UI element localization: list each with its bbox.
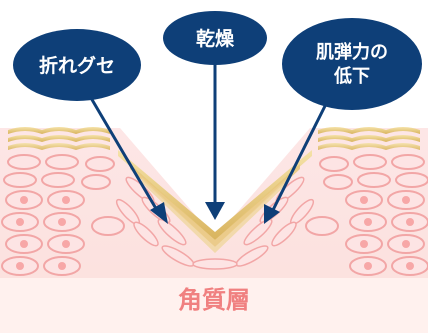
down-arrow-icon: [264, 204, 280, 224]
stratum-base: [0, 278, 428, 333]
bubble-elasticity: 肌弾力の 低下: [282, 18, 422, 110]
arrow-elasticity: [264, 103, 328, 224]
stratum-corneum-left: [8, 127, 110, 150]
stratum-corneum-right: [318, 127, 420, 150]
label-elasticity-line1: 肌弾力の: [316, 41, 388, 63]
label-dryness: 乾燥: [196, 27, 235, 50]
arrow-fold: [82, 85, 168, 224]
label-elasticity-line2: 低下: [333, 65, 370, 87]
label-fold: 折れグセ: [39, 54, 115, 77]
bubble-dryness: 乾燥: [163, 11, 267, 65]
label-stratum: 角質層: [178, 286, 250, 314]
cell-nuclei-right: [360, 196, 414, 270]
down-arrow-icon: [205, 202, 225, 220]
bubble-fold: 折れグセ: [13, 29, 141, 101]
skin-cells-left: [1, 154, 125, 276]
cell-nuclei-left: [16, 196, 70, 270]
down-arrow-icon: [150, 202, 168, 224]
arrow-dryness: [205, 60, 225, 220]
